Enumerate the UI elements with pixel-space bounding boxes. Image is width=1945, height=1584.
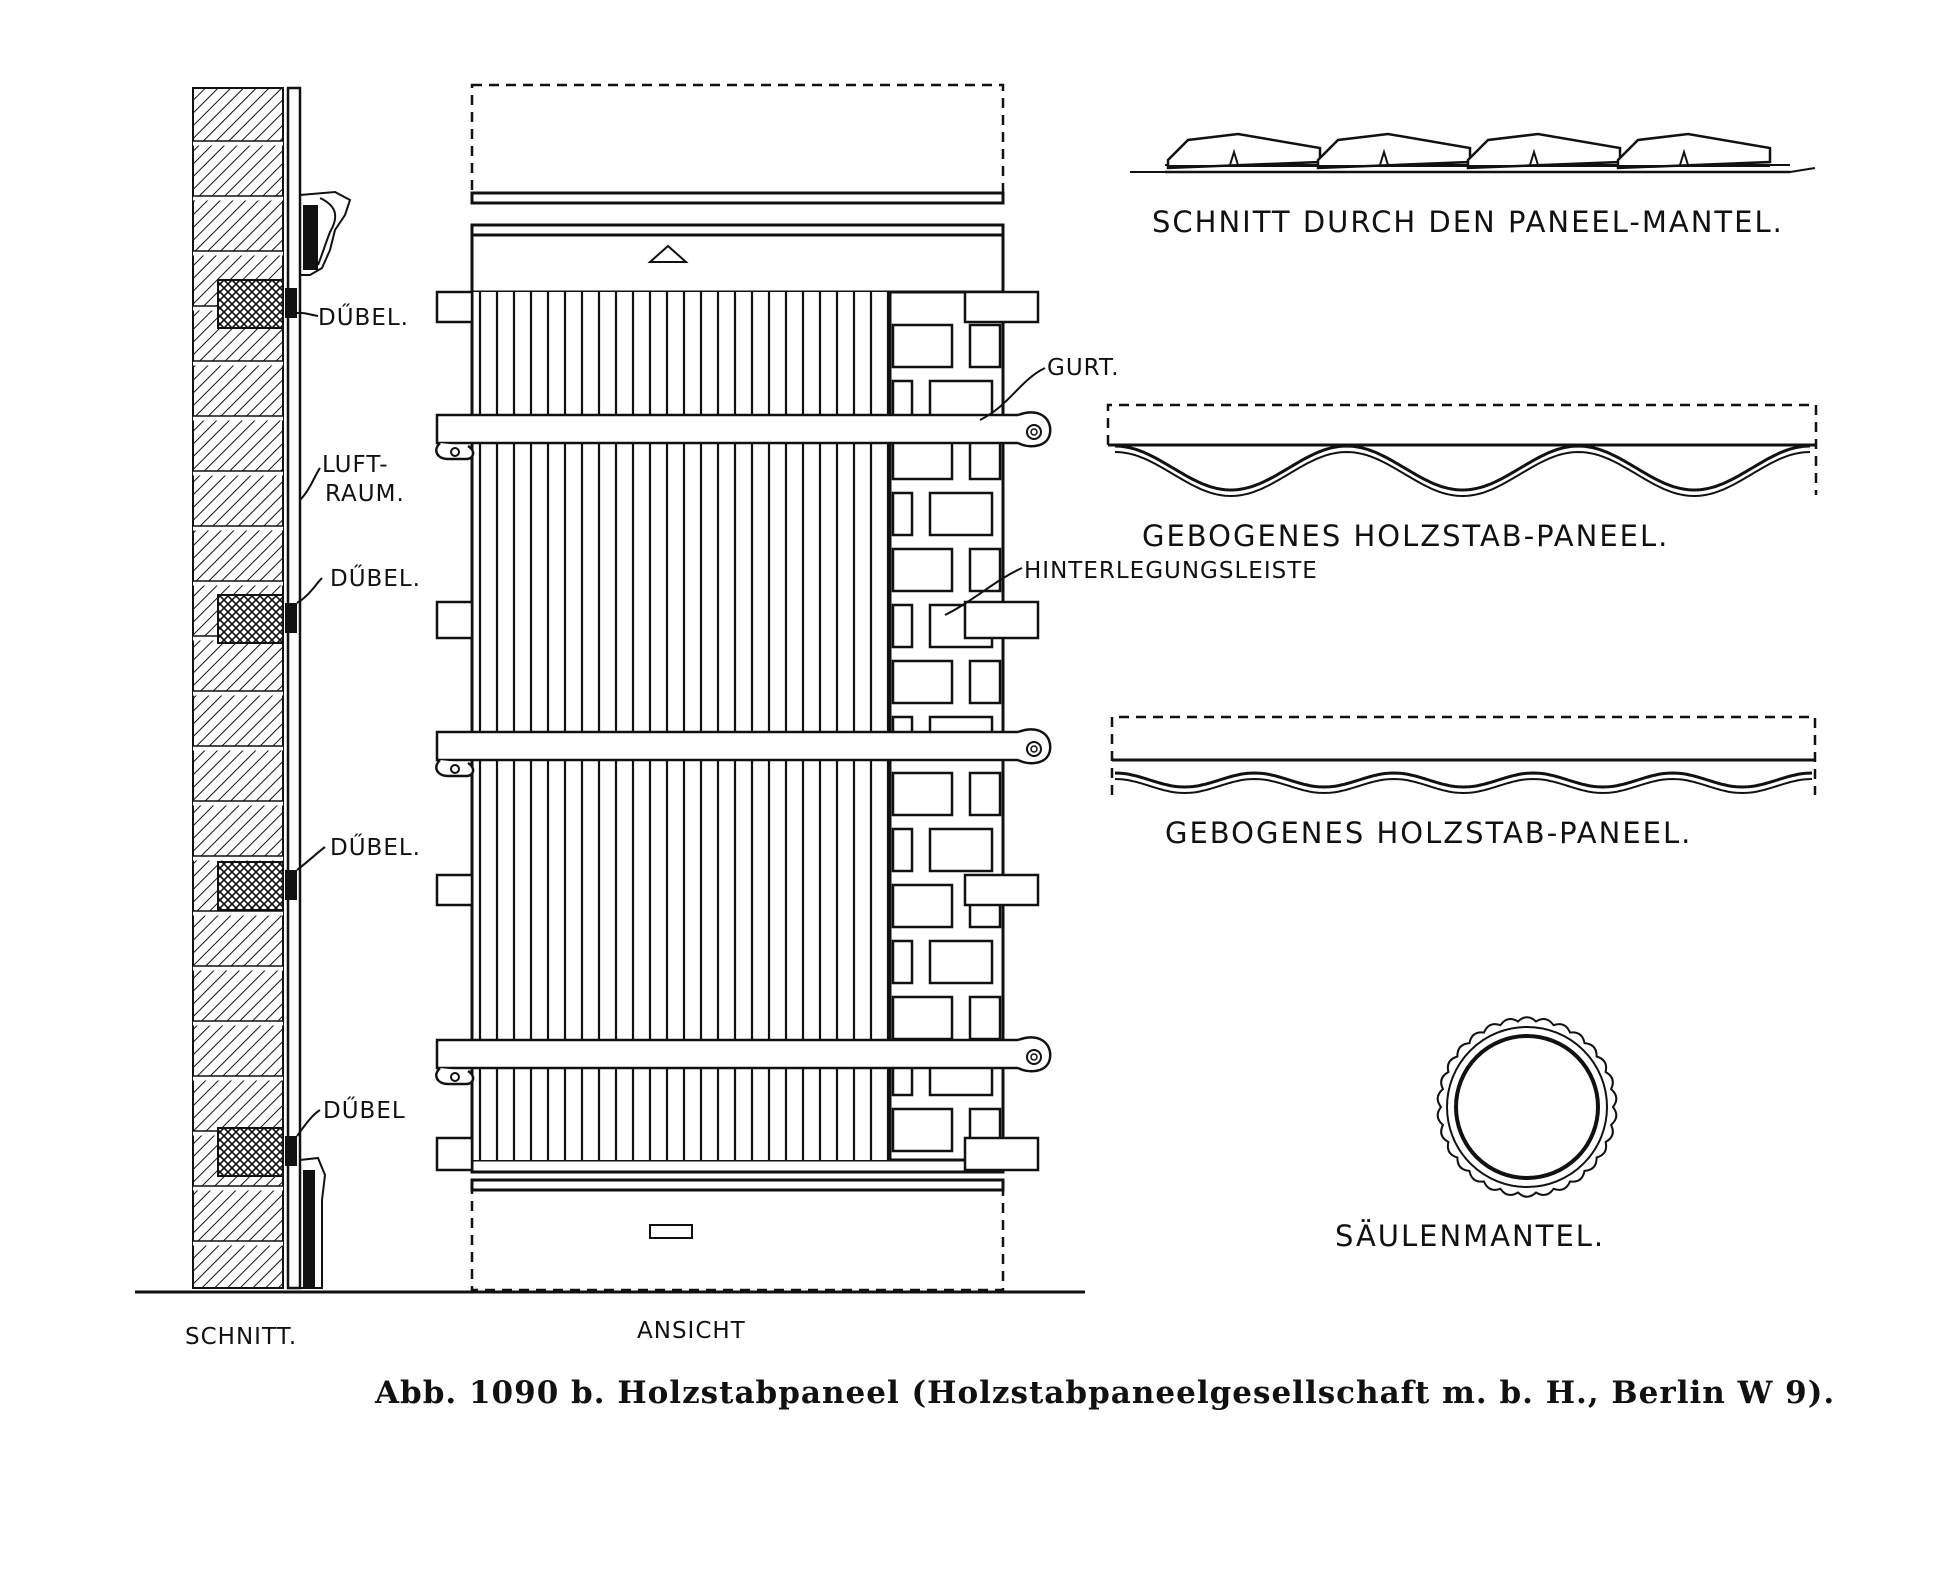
label-duebel-3: DŰBEL. — [330, 833, 421, 861]
backing-strips — [435, 290, 1040, 1172]
brick-joints — [193, 140, 283, 1246]
label-gebogen-1: GEBOGENES HOLZSTAB-PANEEL. — [1142, 519, 1669, 553]
triangle-mark — [647, 244, 689, 263]
base-moulding — [299, 1156, 327, 1289]
curved-panel-2: GEBOGENES HOLZSTAB-PANEEL. — [1110, 715, 1817, 850]
mantle-section: SCHNITT DURCH DEN PANEEL-MANTEL. — [1130, 132, 1816, 239]
top-rail — [470, 233, 1005, 294]
dowel-1 — [285, 288, 297, 318]
label-hinterlegungsleiste: HINTERLEGUNGSLEISTE — [1024, 558, 1318, 584]
label-gurt: GURT. — [1047, 355, 1120, 381]
top-dashed-box — [470, 83, 1005, 195]
label-schnitt: SCHNITT. — [185, 1324, 297, 1350]
brick-wall-section — [192, 87, 284, 1289]
elevation-view — [435, 83, 1052, 1292]
section-view — [135, 86, 1085, 1294]
belt-rails — [435, 411, 1052, 1086]
bottom-rail — [470, 1158, 1005, 1174]
column-mantle: SÄULENMANTEL. — [1335, 1016, 1618, 1253]
label-duebel-2: DŰBEL. — [330, 564, 421, 592]
bottom-dashed-box — [470, 1188, 1005, 1292]
label-ansicht: ANSICHT — [637, 1318, 746, 1344]
curved-panel-1: GEBOGENES HOLZSTAB-PANEEL. — [1106, 403, 1818, 553]
label-luft: LUFT- — [322, 452, 389, 478]
figure-caption: Abb. 1090 b. Holzstabpaneel (Holzstabpan… — [374, 1375, 1835, 1411]
label-raum: RAUM. — [325, 481, 405, 507]
label-duebel-4: DŰBEL — [323, 1096, 406, 1124]
bottom-slot-mark — [649, 1224, 693, 1239]
dowel-3 — [285, 870, 297, 900]
label-gebogen-2: GEBOGENES HOLZSTAB-PANEEL. — [1165, 816, 1692, 850]
label-schnitt-mantel: SCHNITT DURCH DEN PANEEL-MANTEL. — [1152, 205, 1784, 239]
dowel-2 — [285, 603, 297, 633]
elevation-labels: GURT. HINTERLEGUNGSLEISTE — [944, 355, 1318, 616]
column-inner-circle — [1454, 1034, 1600, 1180]
panel-board-section — [286, 86, 302, 1290]
label-duebel-1: DŰBEL. — [318, 303, 409, 331]
column-scalloped-edge — [1436, 1016, 1618, 1198]
dowel-4 — [285, 1136, 297, 1166]
top-moulding — [299, 190, 352, 276]
label-saeulenmantel: SÄULENMANTEL. — [1335, 1219, 1605, 1253]
section-labels: DŰBEL. LUFT- RAUM. DŰBEL. DŰBEL. DŰBEL — [296, 303, 421, 1137]
